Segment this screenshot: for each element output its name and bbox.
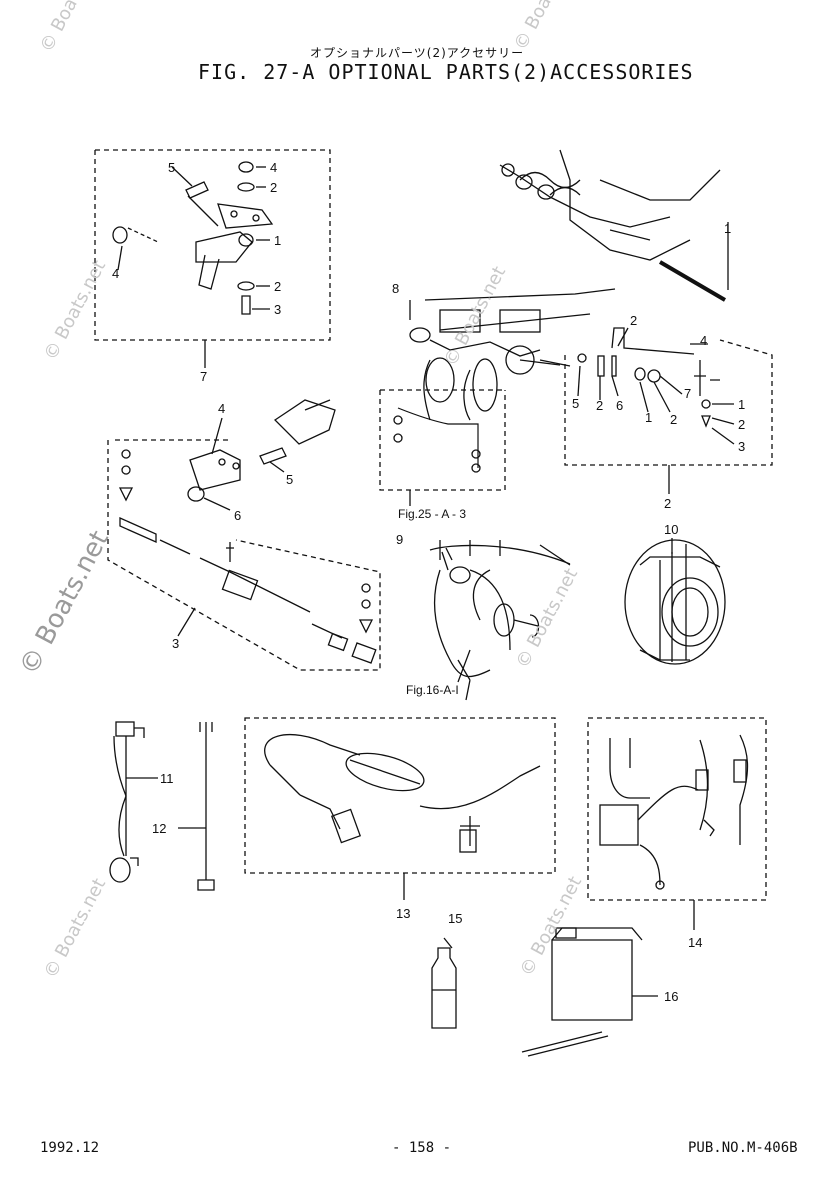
callout-7: 7 [200,369,207,384]
fig16-reference: Fig.16-A-I [406,683,459,697]
oil-can-item-16 [521,927,658,1057]
callouts-group-7: 5 4 2 1 2 3 4 7 [112,160,281,384]
steering-friction-part [112,161,274,315]
callout-2-group: 2 [664,496,671,511]
group-1-box [379,389,506,491]
group-13-box [244,717,556,900]
engine-clamp-bracket [409,149,729,421]
remote-control-cable [264,733,541,853]
callout-7-5: 5 [168,160,175,175]
cable-item-12 [178,722,215,891]
callout-7-4b: 4 [112,266,119,281]
callout-6-right: 6 [616,398,623,413]
group-2-box [409,300,773,494]
callout-2-b: 2 [670,412,677,427]
page-title: FIG. 27-A OPTIONAL PARTS(2)ACCESSORIES [198,60,694,84]
callout-7-2b: 2 [274,279,281,294]
callout-3-5: 5 [286,472,293,487]
lower-unit-propeller [429,540,571,701]
callout-12: 12 [152,821,166,836]
callout-2-top: 2 [630,313,637,328]
callout-8: 8 [392,281,399,296]
footer-date: 1992.12 [40,1140,100,1156]
oil-bottle-item-15 [431,937,457,1029]
group-7-box [94,149,331,368]
prop-hub-item-10 [624,538,726,665]
figure-references: Fig.25 - A - 3 Fig.16-A-I [398,507,466,697]
callout-7-right: 7 [684,386,691,401]
callout-3-4: 4 [218,401,225,416]
callout-4-right: 4 [700,333,707,348]
callout-1-side: 1 [738,397,745,412]
callout-9: 9 [396,532,403,547]
fig25-reference: Fig.25 - A - 3 [398,507,466,521]
footer-page-number: - 158 - [392,1140,452,1156]
callout-11: 11 [160,771,174,786]
callout-1: 1 [724,221,731,236]
callout-7-1: 1 [274,233,281,248]
callout-7-3: 3 [274,302,281,317]
callout-15: 15 [448,911,462,926]
callouts-group-1-2: 1 8 2 4 5 2 6 1 2 7 1 2 3 2 [392,221,745,511]
callout-5-right: 5 [572,396,579,411]
callout-2-mid: 2 [596,398,603,413]
callout-13: 13 [396,906,410,921]
callout-3-6: 6 [234,508,241,523]
callout-7-2a: 2 [270,180,277,195]
callout-10: 10 [664,522,678,537]
callout-7-4: 4 [270,160,277,175]
callout-2-side: 2 [738,417,745,432]
group-14-box [587,717,767,930]
subtitle-japanese: オプショナルパーツ(2)アクセサリー [310,46,525,60]
callout-1-mid: 1 [645,410,652,425]
callout-3-side: 3 [738,439,745,454]
callouts-group-3: 4 5 6 3 [172,401,293,651]
callouts-misc: 9 10 11 12 13 14 15 16 [152,522,702,1004]
callout-3: 3 [172,636,179,651]
group-3-box [107,439,381,671]
callout-16: 16 [664,989,678,1004]
ignition-cdi-kit [599,734,749,890]
callout-14: 14 [688,935,702,950]
throttle-linkage-parts [118,399,377,664]
cable-item-11 [109,721,158,883]
footer-publication: PUB.NO.M-406B [688,1140,798,1156]
